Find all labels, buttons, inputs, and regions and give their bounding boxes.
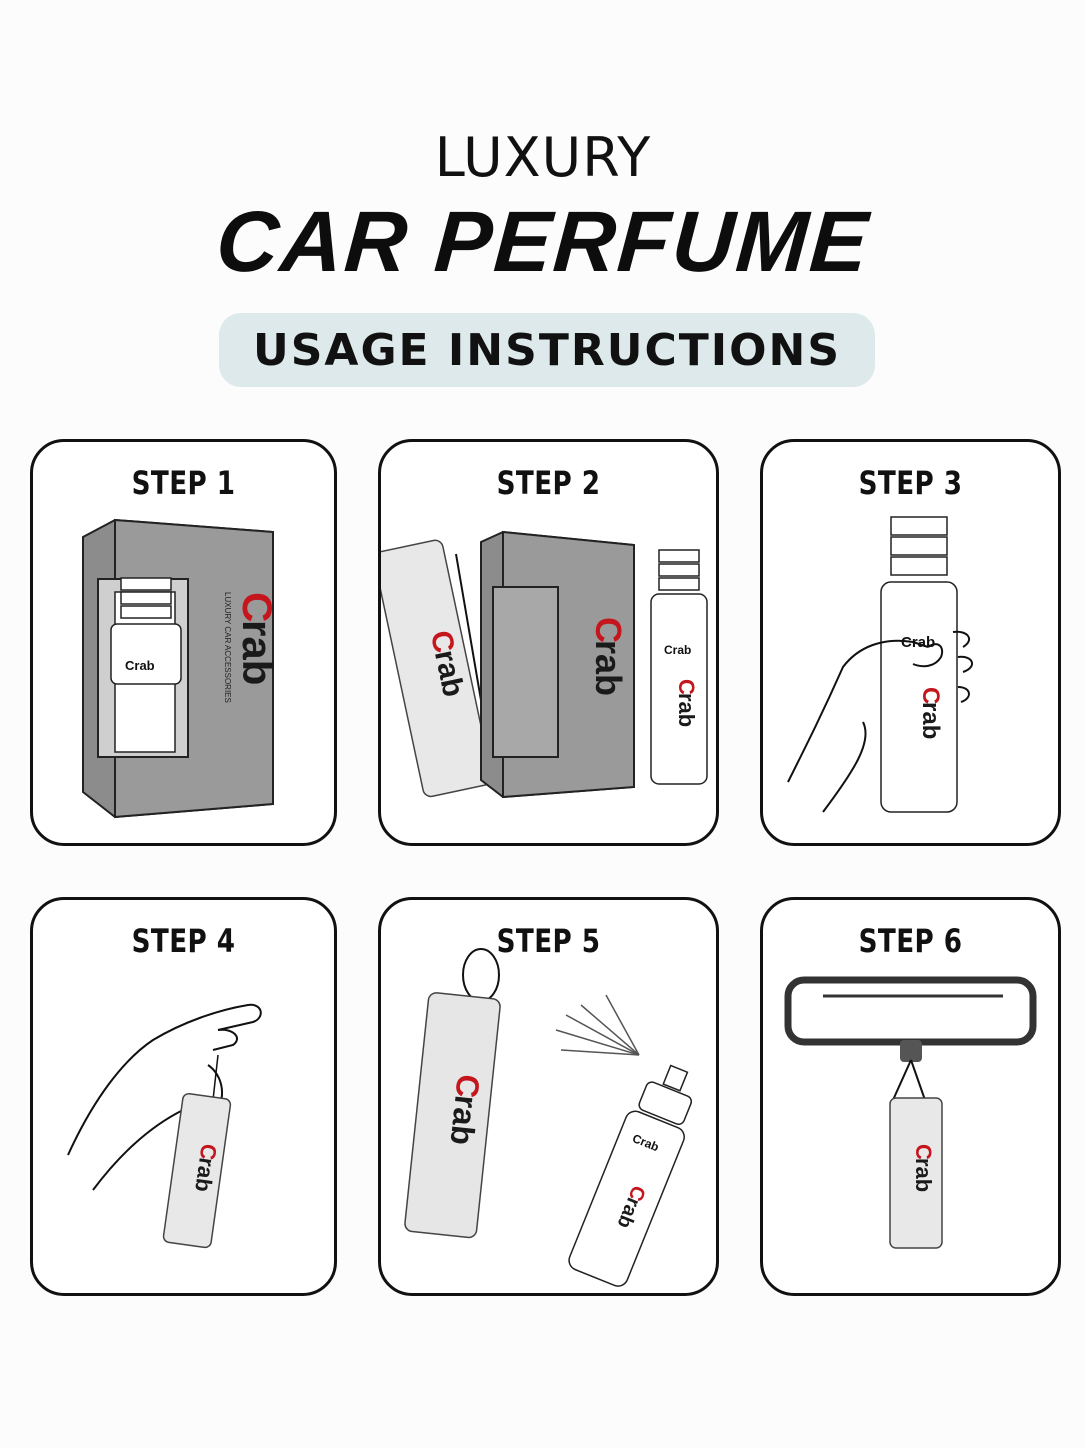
title-car-perfume: CAR PERFUME <box>213 194 873 290</box>
svg-text:rab: rab <box>917 702 944 739</box>
step-1-illustration: Crab C rab LUXURY CAR ACCESSORIES <box>82 518 281 819</box>
svg-text:Crab: Crab <box>664 643 691 657</box>
step-4-illustration: C rab <box>67 1003 262 1249</box>
step-6-card: STEP 6 C rab <box>760 897 1061 1296</box>
step-3-card: STEP 3 Crab C rab <box>760 439 1061 846</box>
step-5-label: STEP 5 <box>496 922 601 960</box>
step-3-label: STEP 3 <box>858 464 963 502</box>
title-luxury: LUXURY <box>434 126 652 189</box>
svg-text:C: C <box>674 679 699 695</box>
svg-text:C: C <box>234 592 281 622</box>
step-5-illustration: C rab Crab C rab <box>404 948 693 1287</box>
crab-logo-icon: C rab LUXURY CAR ACCESSORIES <box>223 592 281 703</box>
step-2-label: STEP 2 <box>496 464 601 502</box>
badge-label: USAGE INSTRUCTIONS <box>252 324 842 376</box>
svg-text:Crab: Crab <box>125 658 155 673</box>
svg-text:C: C <box>911 1144 936 1160</box>
step-6-illustration: C rab <box>784 976 1037 1249</box>
svg-text:Crab: Crab <box>901 634 935 651</box>
hanging-card-icon: C rab <box>381 539 493 798</box>
step-1-card: STEP 1 Crab C rab LUXURY CAR ACCESSORIES <box>30 439 337 846</box>
step-6-label: STEP 6 <box>858 922 963 960</box>
svg-text:C: C <box>588 617 629 643</box>
svg-text:rab: rab <box>234 620 281 685</box>
step-5-card: STEP 5 C rab Crab C rab <box>378 897 719 1296</box>
rearview-mirror-icon <box>784 976 1037 1062</box>
hanging-card-icon: C rab <box>404 992 501 1239</box>
perfume-bottle-icon: Crab C rab <box>650 549 708 785</box>
hand-icon <box>67 1003 262 1191</box>
step-1-label: STEP 1 <box>131 464 236 502</box>
spray-mist-icon <box>555 994 640 1056</box>
perfume-bottle-icon: Crab C rab <box>568 1064 693 1287</box>
step-2-card: STEP 2 C rab C rab Crab C <box>378 439 719 846</box>
perfume-bottle-icon: Crab C rab <box>880 516 958 813</box>
svg-text:rab: rab <box>674 693 699 727</box>
svg-text:rab: rab <box>588 640 629 696</box>
hanging-card-icon: C rab <box>162 1092 232 1249</box>
svg-text:C: C <box>449 1073 487 1100</box>
step-3-illustration: Crab C rab <box>787 516 973 813</box>
svg-text:C: C <box>195 1142 222 1161</box>
gift-box-icon: C rab <box>480 530 635 799</box>
svg-text:C: C <box>917 687 944 704</box>
perfume-bottle-icon: Crab <box>110 577 182 685</box>
svg-text:rab: rab <box>190 1156 220 1193</box>
step-4-card: STEP 4 C rab <box>30 897 337 1296</box>
hanging-card-icon: C rab <box>889 1097 943 1249</box>
usage-instructions-badge: USAGE INSTRUCTIONS <box>219 313 875 387</box>
step-4-label: STEP 4 <box>131 922 236 960</box>
svg-text:LUXURY CAR ACCESSORIES: LUXURY CAR ACCESSORIES <box>223 592 232 703</box>
hand-icon <box>787 630 973 813</box>
svg-text:rab: rab <box>911 1158 936 1192</box>
svg-text:rab: rab <box>444 1094 485 1147</box>
step-2-illustration: C rab C rab Crab C rab <box>381 530 708 799</box>
